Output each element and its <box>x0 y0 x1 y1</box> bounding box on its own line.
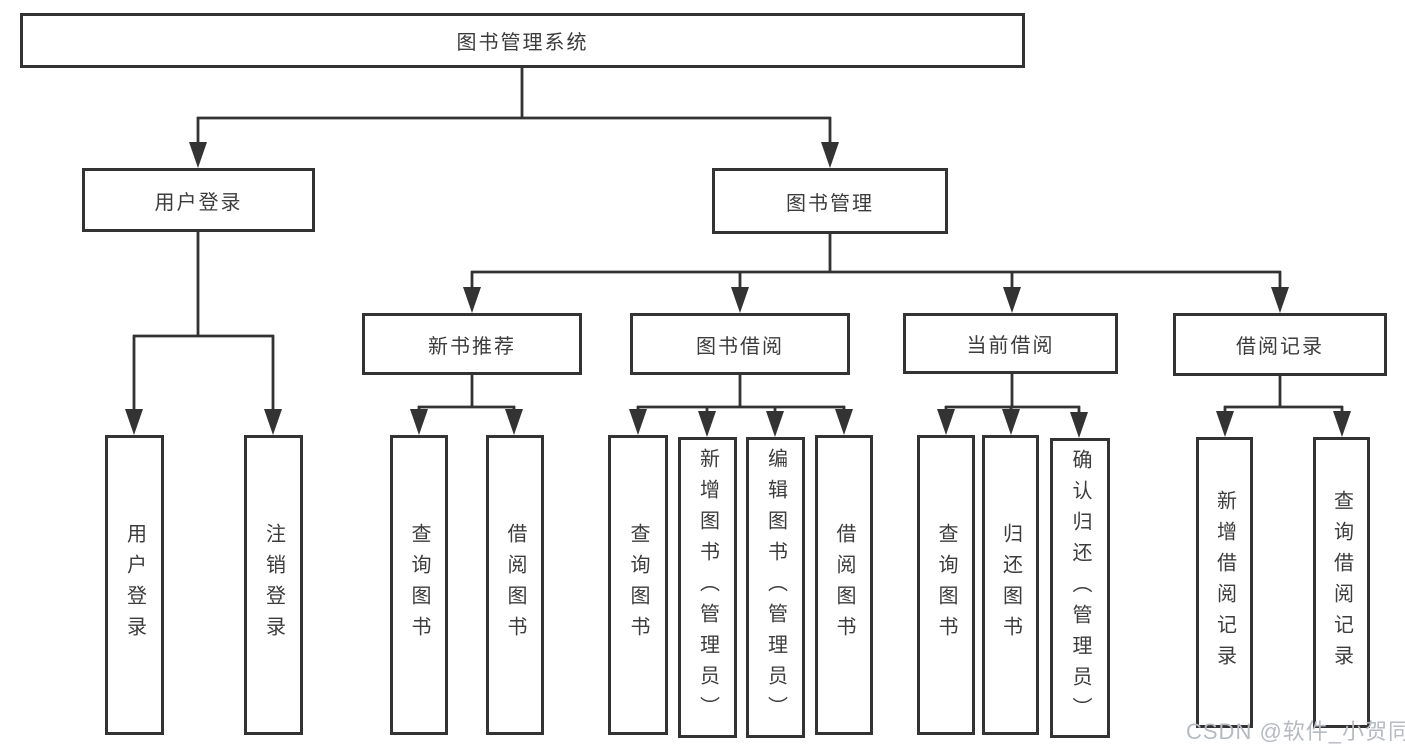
arrow-down-icon <box>189 142 207 168</box>
arrow-down-icon <box>835 409 853 435</box>
connector-mgmt-to-level3 <box>463 233 1289 313</box>
arrow-down-icon <box>821 142 839 168</box>
arrow-down-icon <box>264 409 282 435</box>
arrow-down-icon <box>1271 287 1289 313</box>
arrow-down-icon <box>766 411 784 437</box>
arrow-down-icon <box>1003 287 1021 313</box>
arrow-down-icon <box>731 287 749 313</box>
arrow-down-icon <box>937 409 955 435</box>
node-new-book-recommend: 新书推荐 <box>362 313 582 375</box>
arrow-down-icon <box>505 409 523 435</box>
arrow-down-icon <box>1216 411 1234 437</box>
arrow-down-icon <box>1002 409 1020 435</box>
leaf-query-borrow-record: 查询借阅记录 <box>1313 437 1370 728</box>
watermark-text: CSDN @软件_小贺同学 <box>1186 719 1405 744</box>
node-borrowing-records: 借阅记录 <box>1173 313 1387 376</box>
leaf-query-books-recommend: 查询图书 <box>390 435 448 735</box>
connector-borrowing-to-leaves <box>629 374 853 437</box>
arrow-down-icon <box>410 409 428 435</box>
leaf-return-books: 归还图书 <box>982 435 1039 735</box>
connector-current-to-leaves <box>937 374 1088 438</box>
leaf-confirm-return-admin: 确认归还（管理员） <box>1050 438 1110 738</box>
connector-root-to-level2 <box>189 67 839 168</box>
node-current-borrowing: 当前借阅 <box>903 313 1118 374</box>
node-user-login: 用户登录 <box>82 168 315 232</box>
leaf-add-borrow-record: 新增借阅记录 <box>1196 437 1253 728</box>
arrow-down-icon <box>125 409 143 435</box>
leaf-query-books-borrowing: 查询图书 <box>608 435 668 735</box>
leaf-query-books-current: 查询图书 <box>917 435 975 735</box>
connector-recommend-to-leaves <box>410 374 523 435</box>
node-book-borrowing: 图书借阅 <box>630 313 850 375</box>
leaf-add-books-admin: 新增图书（管理员） <box>678 437 737 738</box>
leaf-user-login: 用户登录 <box>105 435 164 735</box>
node-book-management: 图书管理 <box>712 168 948 234</box>
arrow-down-icon <box>1070 412 1088 438</box>
leaf-borrow-books-borrowing: 借阅图书 <box>815 435 873 735</box>
leaf-edit-books-admin: 编辑图书（管理员） <box>746 437 805 738</box>
node-root: 图书管理系统 <box>20 13 1025 68</box>
leaf-logout: 注销登录 <box>244 435 303 735</box>
arrow-down-icon <box>629 409 647 435</box>
arrow-down-icon <box>1333 411 1351 437</box>
connector-records-to-leaves <box>1216 375 1351 437</box>
leaf-borrow-books-recommend: 借阅图书 <box>486 435 544 735</box>
arrow-down-icon <box>463 287 481 313</box>
connector-login-to-leaves <box>125 231 282 435</box>
arrow-down-icon <box>698 411 716 437</box>
